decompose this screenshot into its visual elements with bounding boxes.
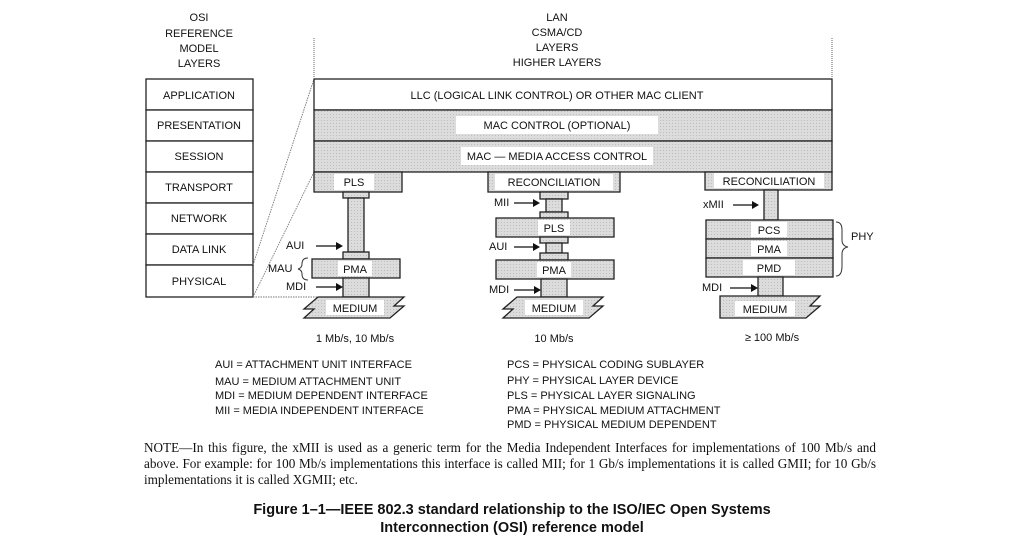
mdi-connector xyxy=(342,277,370,298)
legend-item: PMD = PHYSICAL MEDIUM DEPENDENT xyxy=(507,419,717,431)
arrow-right-icon xyxy=(336,283,343,291)
pls-label: PLS xyxy=(344,177,365,189)
mac-label: MAC — MEDIA ACCESS CONTROL xyxy=(467,151,647,163)
connector xyxy=(539,191,569,200)
osi-stack: APPLICATION PRESENTATION SESSION TRANSPO… xyxy=(145,78,254,298)
phy-brace-icon xyxy=(835,221,849,277)
legend-item: AUI = ATTACHMENT UNIT INTERFACE xyxy=(215,359,412,371)
mdi-label: MDI xyxy=(489,284,509,296)
stack-1mb-10mb: PLS PMA MEDIUM 1 Mb/s, 10 Mb/s AUI MAU M… xyxy=(268,171,406,345)
mii-cable xyxy=(545,198,563,213)
osi-header: OSI REFERENCE MODEL LAYERS xyxy=(165,12,233,70)
connector xyxy=(342,251,370,260)
osi-layer-label: SESSION xyxy=(175,151,224,163)
connector xyxy=(342,191,370,199)
osi-header-line: LAYERS xyxy=(178,58,221,70)
aui-cable xyxy=(545,242,563,254)
xmii-cable xyxy=(763,189,779,221)
pma-label: PMA xyxy=(757,244,782,256)
map-line-datalink-top xyxy=(252,78,315,266)
rate-label: 1 Mb/s, 10 Mb/s xyxy=(316,333,395,345)
phy-label: PHY xyxy=(851,231,874,243)
medium-label: MEDIUM xyxy=(532,303,577,315)
mdi-connector xyxy=(540,278,568,298)
osi-layer-label: NETWORK xyxy=(171,213,228,225)
osi-layer-data-link xyxy=(145,233,254,266)
figure-caption: Figure 1–1—IEEE 802.3 standard relations… xyxy=(0,501,1024,537)
legend-item: PMA = PHYSICAL MEDIUM ATTACHMENT xyxy=(507,405,721,417)
arrow-right-icon xyxy=(336,242,343,250)
lan-header-line: LAYERS xyxy=(536,42,579,54)
rate-label: 10 Mb/s xyxy=(534,333,574,345)
legend-left: AUI = ATTACHMENT UNIT INTERFACE MAU = ME… xyxy=(215,359,428,417)
arrow-right-icon xyxy=(534,286,541,294)
arrow-right-icon xyxy=(751,284,758,292)
osi-layer-network xyxy=(145,202,254,235)
legend-item: MII = MEDIA INDEPENDENT INTERFACE xyxy=(215,405,424,417)
llc-label: LLC (LOGICAL LINK CONTROL) OR OTHER MAC … xyxy=(411,90,704,102)
aui-cable xyxy=(347,197,365,253)
arrow-right-icon xyxy=(533,199,540,207)
osi-header-line: REFERENCE xyxy=(165,28,233,40)
legend-item: PLS = PHYSICAL LAYER SIGNALING xyxy=(507,390,696,402)
mdi-connector xyxy=(757,276,784,297)
osi-layer-label: APPLICATION xyxy=(163,90,235,102)
legend-right: PCS = PHYSICAL CODING SUBLAYER PHY = PHY… xyxy=(507,359,721,431)
medium-label: MEDIUM xyxy=(743,304,788,316)
mac-control-label: MAC CONTROL (OPTIONAL) xyxy=(484,120,631,132)
connector xyxy=(539,252,569,261)
osi-layer-label: PHYSICAL xyxy=(172,276,226,288)
caption-line: Figure 1–1—IEEE 802.3 standard relations… xyxy=(253,502,771,518)
rate-label: ≥ 100 Mb/s xyxy=(745,332,800,344)
pma-label: PMA xyxy=(343,264,368,276)
llc-layer xyxy=(313,78,833,111)
medium-label: MEDIUM xyxy=(333,303,378,315)
mau-label: MAU xyxy=(268,263,293,275)
mdi-label: MDI xyxy=(286,281,306,293)
osi-layer-transport xyxy=(145,171,254,204)
map-line-physical-top xyxy=(252,171,315,298)
osi-layer-physical xyxy=(145,264,254,298)
lan-header-line: LAN xyxy=(546,12,567,24)
aui-label: AUI xyxy=(286,240,304,252)
legend-item: PHY = PHYSICAL LAYER DEVICE xyxy=(507,375,678,387)
reconciliation-label: RECONCILIATION xyxy=(508,177,601,189)
osi-layer-label: DATA LINK xyxy=(172,244,227,256)
mdi-label: MDI xyxy=(702,282,722,294)
aui-label: AUI xyxy=(489,241,507,253)
osi-layer-label: TRANSPORT xyxy=(165,182,233,194)
stack-10mb: RECONCILIATION PLS PMA MEDIUM 10 Mb/s MI… xyxy=(487,171,621,345)
osi-layer-session xyxy=(145,140,254,173)
pls-label: PLS xyxy=(544,223,565,235)
connector xyxy=(539,211,569,219)
arrow-right-icon xyxy=(533,243,540,251)
osi-header-line: MODEL xyxy=(179,43,218,55)
stack-100mb-plus: RECONCILIATION PCS PMA PMD PHY MEDIUM ≥ … xyxy=(702,171,874,344)
legend-item: PCS = PHYSICAL CODING SUBLAYER xyxy=(507,359,704,371)
legend-item: MDI = MEDIUM DEPENDENT INTERFACE xyxy=(215,390,428,402)
xmii-label: xMII xyxy=(703,199,724,211)
arrow-right-icon xyxy=(752,201,759,209)
legend-item: MAU = MEDIUM ATTACHMENT UNIT xyxy=(215,376,401,388)
caption-line: Interconnection (OSI) reference model xyxy=(380,520,644,536)
pma-label: PMA xyxy=(542,265,567,277)
mii-label: MII xyxy=(494,197,509,209)
osi-layer-application xyxy=(145,78,254,111)
osi-layer-label: PRESENTATION xyxy=(157,120,241,132)
pcs-label: PCS xyxy=(758,225,781,237)
lan-header-line: CSMA/CD xyxy=(532,27,583,39)
lan-header-line: HIGHER LAYERS xyxy=(513,57,601,69)
pmd-label: PMD xyxy=(757,263,782,275)
reconciliation-label: RECONCILIATION xyxy=(723,176,816,188)
lan-header: LAN CSMA/CD LAYERS HIGHER LAYERS xyxy=(513,12,601,69)
mau-brace-icon xyxy=(297,257,309,281)
figure-note: NOTE—In this figure, the xMII is used as… xyxy=(144,440,876,487)
osi-header-line: OSI xyxy=(190,12,209,24)
connector xyxy=(539,236,569,244)
